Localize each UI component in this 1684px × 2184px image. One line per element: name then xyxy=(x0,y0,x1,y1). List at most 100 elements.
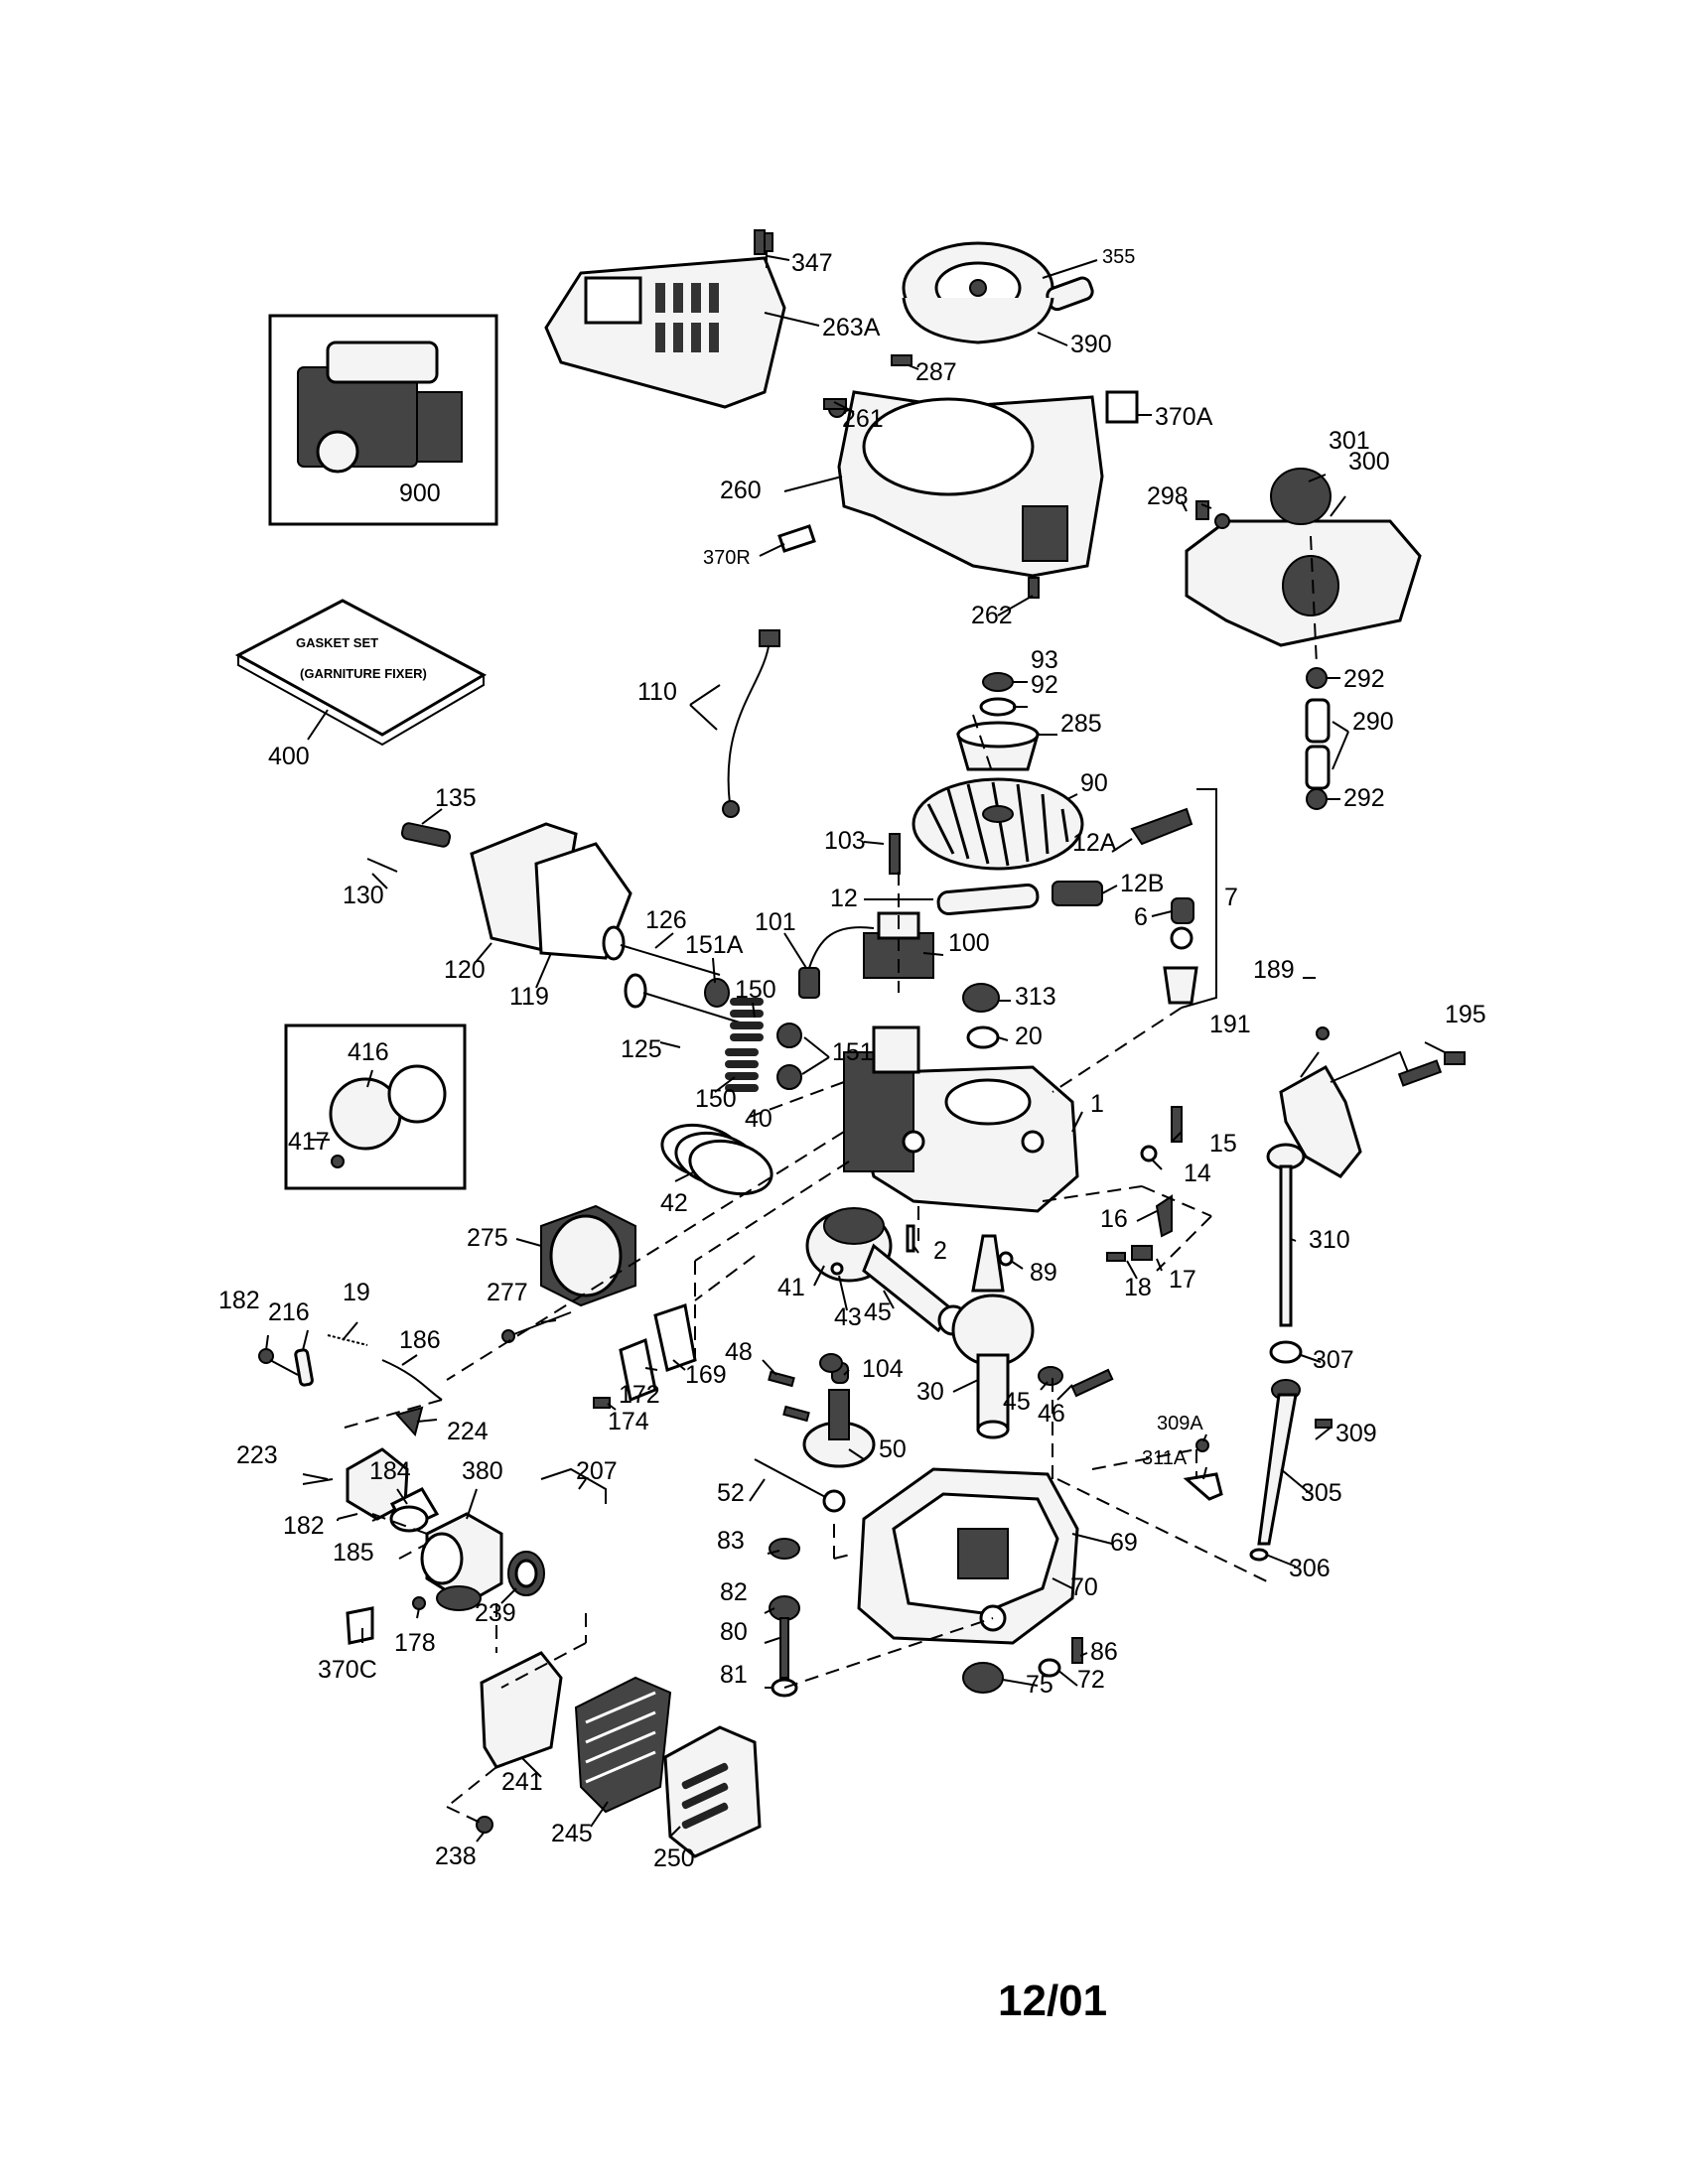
part-cam-gear xyxy=(754,1362,876,1560)
part-label-125: 125 xyxy=(621,1035,662,1063)
part-small-hardware xyxy=(819,1106,1183,1373)
part-blower-housing xyxy=(828,390,1104,578)
part-shroud-cover xyxy=(544,232,786,409)
part-label-48: 48 xyxy=(725,1338,753,1366)
part-label-313: 313 xyxy=(1015,983,1056,1011)
part-label-18: 18 xyxy=(1124,1274,1152,1301)
part-label-370A: 370A xyxy=(1155,403,1213,431)
part-label-82: 82 xyxy=(720,1578,748,1606)
part-label-370R: 370R xyxy=(703,547,751,569)
part-label-275: 275 xyxy=(467,1224,508,1252)
part-label-69: 69 xyxy=(1110,1529,1138,1557)
part-sump xyxy=(857,1467,1079,1645)
part-fuel-tank xyxy=(1185,468,1422,647)
part-air-filter xyxy=(346,1606,762,1858)
part-label-238: 238 xyxy=(435,1843,477,1870)
part-label-262: 262 xyxy=(971,602,1013,629)
part-label-169: 169 xyxy=(685,1361,727,1389)
part-label-305: 305 xyxy=(1301,1479,1342,1507)
part-label-92: 92 xyxy=(1031,671,1058,699)
part-label-178: 178 xyxy=(394,1629,436,1657)
part-label-126: 126 xyxy=(645,906,687,934)
part-label-101: 101 xyxy=(755,908,796,936)
part-label-20: 20 xyxy=(1015,1023,1043,1050)
part-label-306: 306 xyxy=(1289,1555,1331,1582)
phantom-lines xyxy=(337,500,1318,1826)
part-label-12B: 12B xyxy=(1120,870,1164,897)
inset-flywheel-box xyxy=(284,1024,467,1190)
part-label-301: 301 xyxy=(1329,427,1370,455)
part-label-189: 189 xyxy=(1253,956,1295,984)
part-flywheel xyxy=(912,672,1084,871)
part-label-120: 120 xyxy=(444,956,486,984)
part-label-239: 239 xyxy=(475,1599,516,1627)
part-label-184: 184 xyxy=(369,1457,411,1485)
part-label-191: 191 xyxy=(1209,1011,1251,1038)
part-label-370C: 370C xyxy=(318,1656,377,1684)
part-label-186: 186 xyxy=(399,1326,441,1354)
part-label-261: 261 xyxy=(842,405,884,433)
part-label-216: 216 xyxy=(268,1298,310,1326)
part-label-150-top: 150 xyxy=(735,976,776,1004)
part-label-287: 287 xyxy=(915,358,957,386)
part-label-309: 309 xyxy=(1335,1420,1377,1447)
part-label-298: 298 xyxy=(1147,482,1189,510)
part-label-182-bottom: 182 xyxy=(283,1512,325,1540)
part-label-6: 6 xyxy=(1134,903,1148,931)
part-label-110: 110 xyxy=(637,678,677,706)
part-muffler-275 xyxy=(501,1204,636,1343)
part-label-400: 400 xyxy=(268,743,310,770)
part-label-355: 355 xyxy=(1102,246,1135,268)
part-label-277: 277 xyxy=(487,1279,528,1306)
part-label-250: 250 xyxy=(653,1844,695,1872)
part-label-260: 260 xyxy=(720,477,762,504)
part-label-309A: 309A xyxy=(1157,1413,1203,1434)
part-label-15: 15 xyxy=(1209,1130,1237,1158)
part-label-45-crank: 45 xyxy=(1003,1388,1031,1416)
part-label-41: 41 xyxy=(777,1274,805,1301)
part-label-43: 43 xyxy=(834,1303,862,1331)
part-label-417: 417 xyxy=(288,1128,330,1156)
part-carburetor xyxy=(302,1447,607,1611)
part-label-380: 380 xyxy=(462,1457,503,1485)
part-label-300: 300 xyxy=(1348,448,1390,476)
part-oil-pump xyxy=(769,1595,1083,1698)
part-label-72: 72 xyxy=(1077,1666,1105,1694)
part-label-93: 93 xyxy=(1031,646,1058,674)
part-label-12A: 12A xyxy=(1072,829,1117,857)
part-label-19: 19 xyxy=(343,1279,370,1306)
gasket-set-title: GASKET SET xyxy=(296,635,378,650)
part-crankshaft xyxy=(951,1234,1035,1439)
part-label-245: 245 xyxy=(551,1820,593,1847)
part-label-311A: 311A xyxy=(1142,1447,1188,1469)
part-piston-rings xyxy=(660,1124,773,1195)
part-label-130: 130 xyxy=(343,882,384,909)
part-label-224: 224 xyxy=(447,1418,489,1445)
part-label-80: 80 xyxy=(720,1618,748,1646)
part-label-45-rod: 45 xyxy=(864,1298,892,1326)
part-label-292-bottom: 292 xyxy=(1343,784,1385,812)
part-tube-12 xyxy=(889,807,1193,915)
part-label-307: 307 xyxy=(1313,1346,1354,1374)
part-labels: 347 263A 355 390 287 261 370A 260 370R 2… xyxy=(218,246,1486,1872)
part-spacers-6 xyxy=(1163,788,1217,1009)
part-label-12: 12 xyxy=(830,885,858,912)
leader-lines xyxy=(265,255,1446,1843)
part-label-50: 50 xyxy=(879,1435,907,1463)
part-label-46: 46 xyxy=(1038,1400,1065,1428)
revision-date: 12/01 xyxy=(998,1977,1107,2025)
part-label-7: 7 xyxy=(1224,884,1238,911)
part-label-135: 135 xyxy=(435,784,477,812)
part-label-86: 86 xyxy=(1090,1638,1118,1666)
part-seal-313 xyxy=(962,983,1000,1049)
part-label-263A: 263A xyxy=(822,314,881,341)
part-gaskets-169-172 xyxy=(593,1303,697,1409)
part-fuel-line xyxy=(1305,667,1331,810)
part-fasteners xyxy=(754,229,1209,599)
part-label-75: 75 xyxy=(1026,1671,1053,1699)
part-ignition-module xyxy=(798,911,934,999)
part-label-900: 900 xyxy=(399,479,441,507)
part-dipstick xyxy=(1183,1143,1333,1562)
part-governor-linkage xyxy=(258,1334,443,1437)
